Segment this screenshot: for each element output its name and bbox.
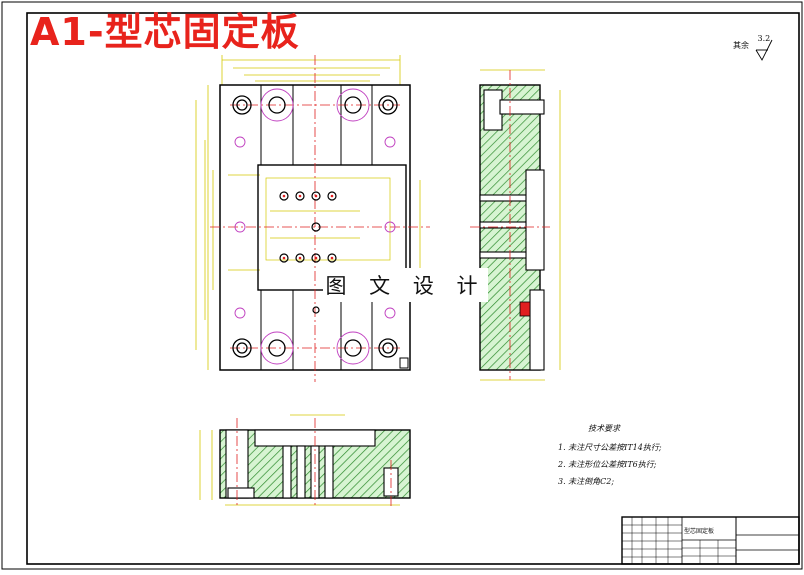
title-block-part-name: 型芯固定板 [684,528,715,535]
roughness-symbol [755,39,773,61]
tech-item: 3. 未注倒角C2; [558,477,615,486]
technical-requirements: 技术要求 1. 未注尺寸公差按IT14执行; 2. 未注形位公差按IT6执行; … [558,420,662,490]
tech-item: 2. 未注形位公差按IT6执行; [558,460,657,469]
roughness-label: 其余 [733,41,749,50]
bottom-view [199,414,411,508]
front-view [195,55,430,382]
drawing-title: A1-型芯固定板 [30,10,300,54]
tech-item: 1. 未注尺寸公差按IT14执行; [558,443,662,452]
title-block [621,516,800,565]
roughness-note: 其余 3.2 [733,34,770,51]
side-view [470,69,561,381]
tech-heading: 技术要求 [588,424,620,433]
inner-frame [26,12,800,565]
roughness-value: 3.2 [757,34,771,43]
watermark: 图 文 设 计 [323,268,488,302]
